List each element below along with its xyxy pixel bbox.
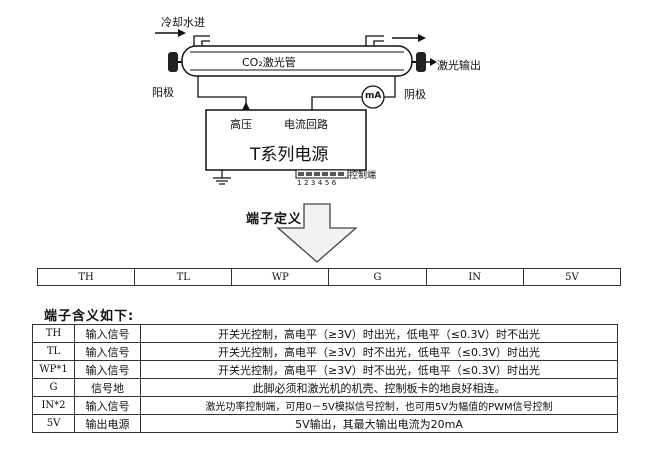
tube-left-cap	[168, 52, 178, 72]
terminal-down-arrow	[276, 203, 358, 263]
terminal-def-label: 端子定义	[246, 212, 303, 227]
hv-terminal	[242, 102, 250, 110]
power-supply-box	[205, 109, 367, 171]
table-row: 5V 输出电源 5V输出，其最大输出电流为20mA	[32, 414, 618, 433]
cathode-wire	[384, 76, 396, 98]
coolant-in-label: 冷却水进	[161, 16, 205, 29]
control-port-label: 控制端	[349, 171, 377, 181]
pin-cell: IN	[425, 268, 524, 286]
psu-title: T系列电源	[250, 145, 329, 165]
anode-wire	[197, 76, 247, 110]
pin-cell: WP	[231, 268, 330, 286]
table-row: IN*2 输入信号 激光功率控制端，可用0－5V模拟信号控制，也可用5V为幅值的…	[32, 396, 618, 415]
pin-row-table: TH TL WP G IN 5V	[36, 268, 622, 286]
tube-label: CO₂激光管	[242, 56, 296, 69]
pin-cell: 5V	[522, 268, 622, 286]
pin-name: WP*1	[32, 360, 75, 379]
laser-out-label: 激光输出	[437, 59, 481, 72]
meaning-title: 端子含义如下:	[44, 309, 135, 324]
pin-type: 输入信号	[74, 360, 141, 379]
pin-name: G	[32, 378, 75, 397]
outlet-nozzle	[365, 35, 384, 46]
tube-right-cap	[416, 52, 426, 72]
meaning-table: TH 输入信号 开关光控制，高电平（≥3V）时出光，低电平（≤0.3V）时不出光…	[32, 324, 618, 433]
pin-type: 输出电源	[74, 414, 141, 433]
pin-type: 输入信号	[74, 396, 141, 415]
pin-name: IN*2	[32, 396, 75, 415]
meter-label: mA	[365, 91, 382, 101]
current-loop-wire	[311, 96, 362, 110]
pin-name: TH	[32, 324, 75, 343]
table-row: WP*1 输入信号 开关光控制，高电平（≥3V）时不出光，低电平（≤0.3V）时…	[32, 360, 618, 379]
pin-type: 输入信号	[74, 342, 141, 361]
pin-numbers: 123456	[297, 179, 339, 187]
cathode-label: 阴极	[404, 88, 426, 101]
pin-cell: TL	[134, 268, 233, 286]
pin-cell: TH	[36, 268, 136, 286]
pin-desc: 5V输出，其最大输出电流为20mA	[140, 414, 618, 433]
high-voltage-label: 高压	[230, 118, 252, 131]
pin-desc: 开关光控制，高电平（≥3V）时不出光，低电平（≤0.3V）时出光	[140, 360, 618, 379]
pin-name: TL	[32, 342, 75, 361]
anode-label: 阳极	[152, 86, 174, 99]
table-row: G 信号地 此脚必须和激光机的机壳、控制板卡的地良好相连。	[32, 378, 618, 397]
table-row: TL 输入信号 开关光控制，高电平（≥3V）时不出光，低电平（≤0.3V）时出光	[32, 342, 618, 361]
laser-wiring-diagram	[155, 29, 437, 263]
table-row: TH 输入信号 开关光控制，高电平（≥3V）时出光，低电平（≤0.3V）时不出光	[32, 324, 618, 343]
pin-row: TH TL WP G IN 5V	[36, 268, 622, 286]
pin-desc: 此脚必须和激光机的机壳、控制板卡的地良好相连。	[140, 378, 618, 397]
laser-out-arrowhead	[430, 58, 437, 66]
co2-tube	[181, 45, 413, 77]
pin-name: 5V	[32, 414, 75, 433]
coolant-in-arrowhead	[178, 29, 186, 37]
inlet-nozzle	[193, 35, 210, 46]
current-loop-label: 电流回路	[284, 118, 328, 131]
pin-desc: 激光功率控制端，可用0－5V模拟信号控制，也可用5V为幅值的PWM信号控制	[140, 396, 618, 415]
pin-desc: 开关光控制，高电平（≥3V）时出光，低电平（≤0.3V）时不出光	[140, 324, 618, 343]
pin-desc: 开关光控制，高电平（≥3V）时不出光，低电平（≤0.3V）时出光	[140, 342, 618, 361]
pin-type: 输入信号	[74, 324, 141, 343]
pin-cell: G	[328, 268, 427, 286]
pin-type: 信号地	[74, 378, 141, 397]
